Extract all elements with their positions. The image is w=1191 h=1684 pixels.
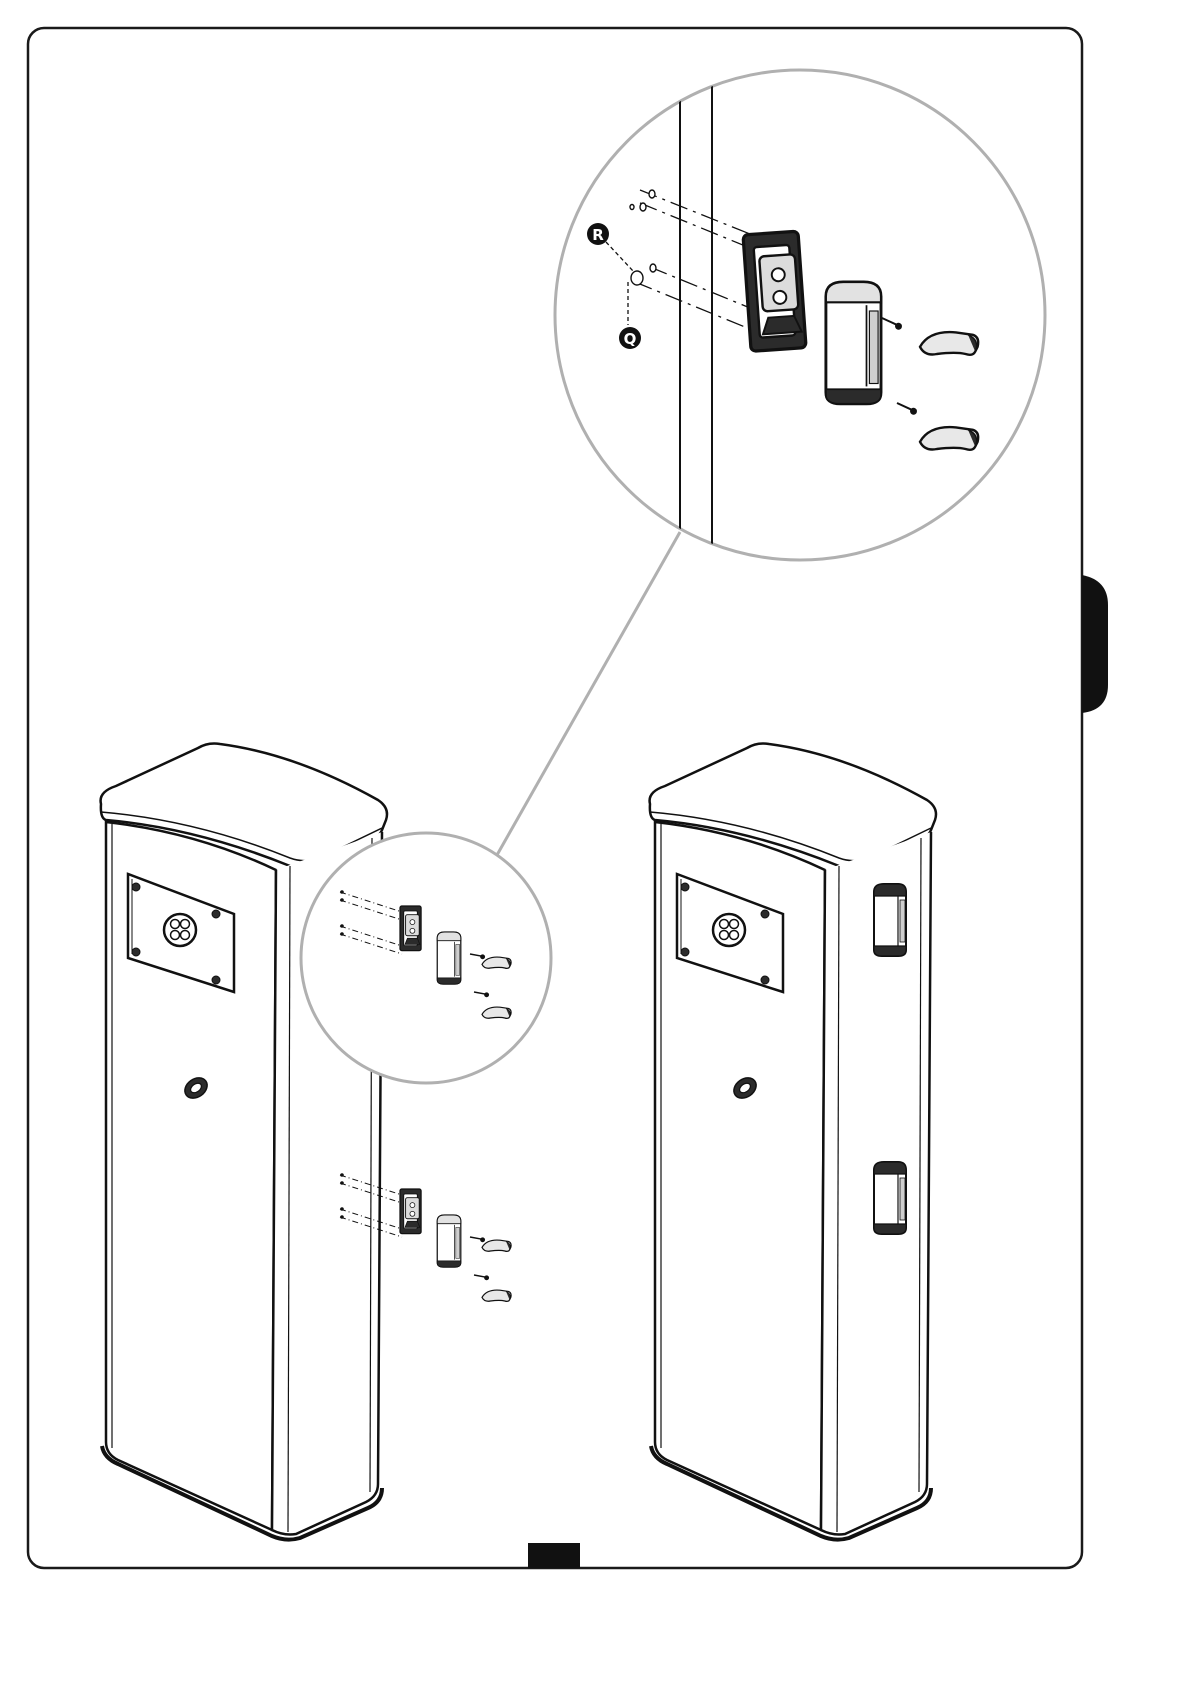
callout-q-label: Q — [624, 330, 637, 348]
callout-r-label: R — [592, 226, 604, 244]
photocell-cover — [826, 282, 881, 404]
mounted-photocell-upper — [874, 884, 906, 956]
mounted-photocell-lower — [874, 1162, 906, 1234]
barrier-column-right — [650, 744, 936, 1540]
photocell-bracket — [743, 231, 806, 351]
page-number-block — [528, 1543, 580, 1568]
magnifier-detail-small — [301, 833, 551, 1083]
section-tab-marker — [1082, 575, 1108, 713]
